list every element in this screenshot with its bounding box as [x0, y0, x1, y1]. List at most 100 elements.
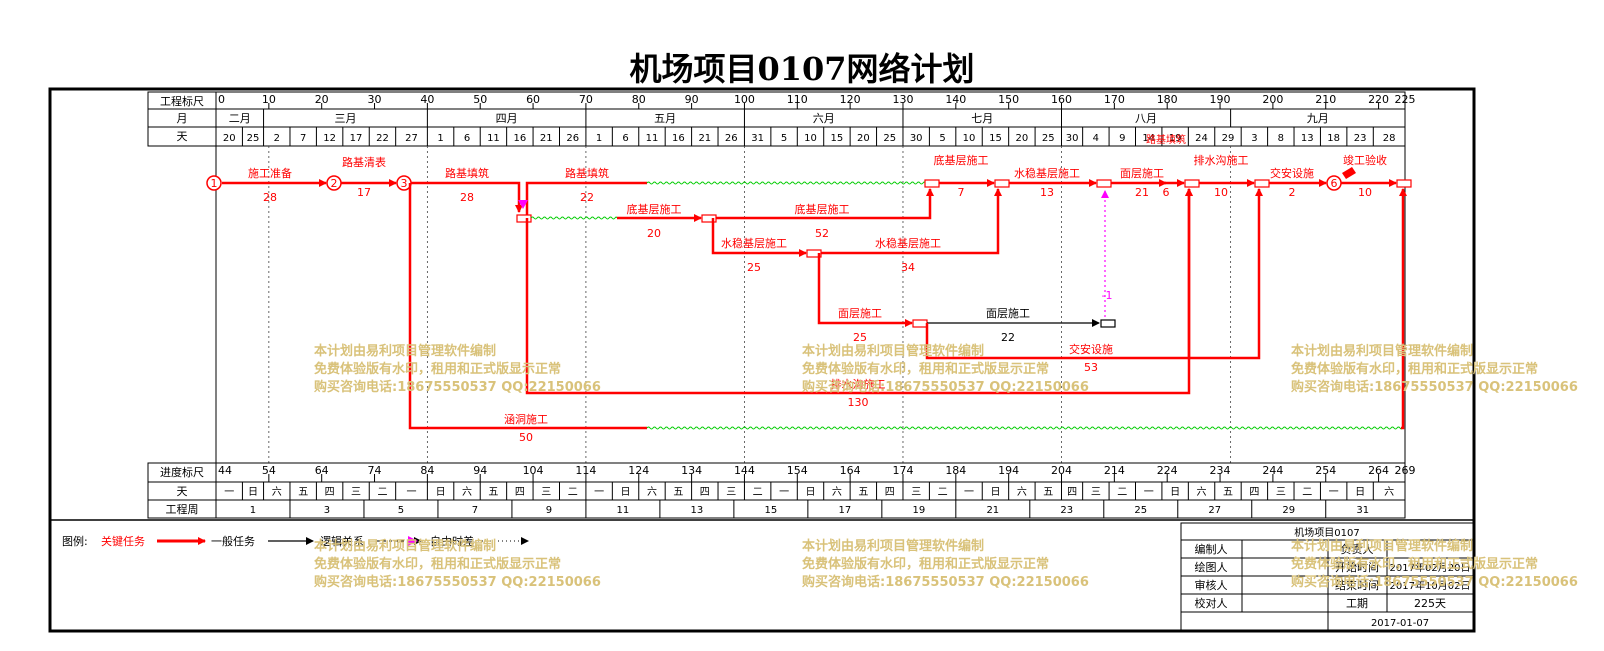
task-arrow — [817, 253, 913, 327]
progress-tick-label: 224 — [1157, 464, 1178, 477]
month-label: 九月 — [1307, 112, 1329, 125]
weekday-label: 五 — [673, 487, 683, 498]
task-arrow — [1189, 188, 1263, 360]
task-duration: 50 — [519, 431, 533, 444]
info-project-name: 机场项目0107 — [1294, 526, 1359, 539]
watermark-line: 免费体验版有水印，租用和正式版显示正常 — [1291, 557, 1539, 572]
info-date: 2017-01-07 — [1371, 618, 1429, 629]
weekday-label: 一 — [779, 487, 789, 498]
task-name: 涵洞施工 — [504, 412, 548, 426]
task-duration: 7 — [958, 186, 965, 199]
task-name: 竣工验收 — [1343, 153, 1387, 167]
task-labels: 施工准备28路基清表17路基填筑28路基填筑22底基层施工20底基层施工52底基… — [248, 133, 1387, 444]
info-drawer-label: 绘图人 — [1195, 560, 1228, 574]
task-name: 底基层施工 — [627, 202, 682, 216]
scale-tick-label: 60 — [526, 93, 540, 106]
watermark-line: 免费体验版有水印，租用和正式版显示正常 — [802, 557, 1050, 572]
info-duration-label: 工期 — [1346, 597, 1368, 610]
weekday-label: 日 — [436, 487, 446, 498]
day-label: 5 — [939, 133, 945, 144]
day-label: 9 — [1119, 133, 1125, 144]
watermark-line: 购买咨询电话:18675550537 QQ:22150066 — [314, 575, 601, 590]
task-name: 水稳基层施工 — [1014, 166, 1080, 180]
watermark-line: 免费体验版有水印，租用和正式版显示正常 — [802, 362, 1050, 377]
week-label: 31 — [1356, 505, 1369, 516]
weekday-label: 五 — [298, 487, 308, 498]
watermark-line: 本计划由易利项目管理软件编制 — [802, 344, 985, 359]
info-end-value: 2017年10月02日 — [1390, 579, 1471, 592]
day-label: 10 — [963, 133, 976, 144]
weekday-label: 三 — [351, 487, 361, 498]
weekday-label: 三 — [1091, 487, 1101, 498]
weekday-label: 四 — [515, 487, 525, 498]
watermark-text: 本计划由易利项目管理软件编制免费体验版有水印，租用和正式版显示正常购买咨询电话:… — [1291, 538, 1578, 592]
weekday-label: 二 — [753, 487, 763, 498]
info-start-value: 2017年02月20日 — [1390, 561, 1471, 574]
task-arrow — [821, 188, 1002, 255]
task-duration: 25 — [747, 261, 761, 274]
day-label: 20 — [223, 133, 236, 144]
info-leader-label: 负责人 — [1341, 542, 1374, 556]
task-name: 交安设施 — [1069, 342, 1113, 356]
milestone-box — [1184, 179, 1200, 188]
day-label: 17 — [350, 133, 363, 144]
scale-tick-label: 70 — [579, 93, 593, 106]
week-label: 9 — [546, 505, 552, 516]
watermark-line: 免费体验版有水印，租用和正式版显示正常 — [1291, 362, 1539, 377]
week-label: 27 — [1208, 505, 1221, 516]
day-label: 29 — [1222, 133, 1235, 144]
weekday-label: 三 — [541, 487, 551, 498]
day-label: 19 — [1169, 133, 1182, 144]
weekday-label: 四 — [1067, 487, 1077, 498]
watermark-line: 免费体验版有水印，租用和正式版显示正常 — [314, 362, 562, 377]
week-label: 23 — [1060, 505, 1073, 516]
footer-box — [147, 462, 1406, 519]
progress-tick-label: 84 — [420, 464, 434, 477]
weekday-label: 三 — [1276, 487, 1286, 498]
progress-tick-label: 134 — [681, 464, 702, 477]
week-label: 5 — [398, 505, 404, 516]
month-label: 七月 — [971, 112, 993, 125]
weekday-label: 五 — [1223, 487, 1233, 498]
task-name: 水稳基层施工 — [875, 236, 941, 250]
weekday-label: 六 — [1384, 486, 1394, 498]
day-label: 25 — [883, 133, 896, 144]
day-label: 27 — [405, 133, 418, 144]
task-duration: 20 — [647, 227, 661, 240]
free-float-wave — [530, 216, 618, 220]
legend-title: 图例: — [62, 534, 88, 548]
watermark-line: 本计划由易利项目管理软件编制 — [1291, 539, 1474, 554]
day-label: 23 — [1354, 133, 1367, 144]
week-label: 29 — [1282, 505, 1295, 516]
week-label: 19 — [912, 505, 925, 516]
task-duration: 22 — [580, 191, 594, 204]
task-duration: 28 — [460, 191, 474, 204]
scale-tick-label: 220 — [1368, 93, 1389, 106]
milestone-box — [1254, 179, 1270, 188]
watermark-text: 本计划由易利项目管理软件编制免费体验版有水印，租用和正式版显示正常购买咨询电话:… — [1291, 343, 1578, 397]
task-duration: 22 — [1001, 331, 1015, 344]
day-label: 25 — [247, 133, 260, 144]
week-label: 25 — [1134, 505, 1147, 516]
legend-float-label: 自由时差 — [430, 534, 474, 548]
task-arrow — [711, 218, 807, 257]
watermark-line: 购买咨询电话:18675550537 QQ:22150066 — [802, 575, 1089, 590]
task-name: 面层施工 — [1120, 167, 1164, 180]
scale-tick-label: 200 — [1262, 93, 1283, 106]
task-duration: 34 — [901, 261, 915, 274]
task-duration: 52 — [815, 227, 829, 240]
scale-tick-label: 225 — [1395, 93, 1416, 106]
watermark-line: 本计划由易利项目管理软件编制 — [314, 344, 497, 359]
weekday-label: 一 — [407, 487, 417, 498]
scale-row-label: 工程标尺 — [160, 94, 204, 108]
watermark-text: 本计划由易利项目管理软件编制免费体验版有水印，租用和正式版显示正常购买咨询电话:… — [802, 343, 1089, 397]
weekday-label: 六 — [832, 486, 842, 498]
day-label: 16 — [513, 133, 526, 144]
weekday-label: 三 — [911, 487, 921, 498]
weekday-label: 六 — [1197, 486, 1207, 498]
day-label: 1 — [596, 133, 602, 144]
milestone-box — [994, 179, 1010, 188]
watermark-text: 本计划由易利项目管理软件编制免费体验版有水印，租用和正式版显示正常购买咨询电话:… — [314, 343, 601, 397]
